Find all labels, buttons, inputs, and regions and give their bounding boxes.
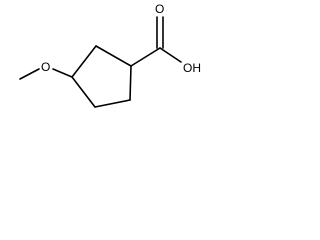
ring-bond-c3-c4: [71, 76, 96, 108]
ring-bond-c5-c1: [129, 65, 132, 101]
carbonyl-oxygen-label: O: [155, 2, 164, 16]
ring-bond-c2-c3: [71, 45, 97, 78]
bond-carbon-to-hydroxyl: [159, 47, 182, 63]
hydroxyl-label: OH: [183, 61, 201, 75]
methoxy-oxygen-label: O: [41, 60, 50, 74]
ring-bond-c1-c2: [95, 45, 132, 67]
bond-methoxy-oxygen-to-methyl: [19, 68, 40, 80]
methoxy-group: O: [19, 60, 73, 80]
chemical-structure-diagram: O OH O: [19, 2, 201, 108]
bond-ring-to-carboxyl-carbon: [130, 47, 161, 67]
ring-bond-c4-c5: [94, 99, 131, 108]
bond-ring-to-methoxy-oxygen: [52, 68, 73, 78]
carboxyl-group: O OH: [130, 2, 201, 75]
cyclopentane-ring: [71, 45, 132, 108]
